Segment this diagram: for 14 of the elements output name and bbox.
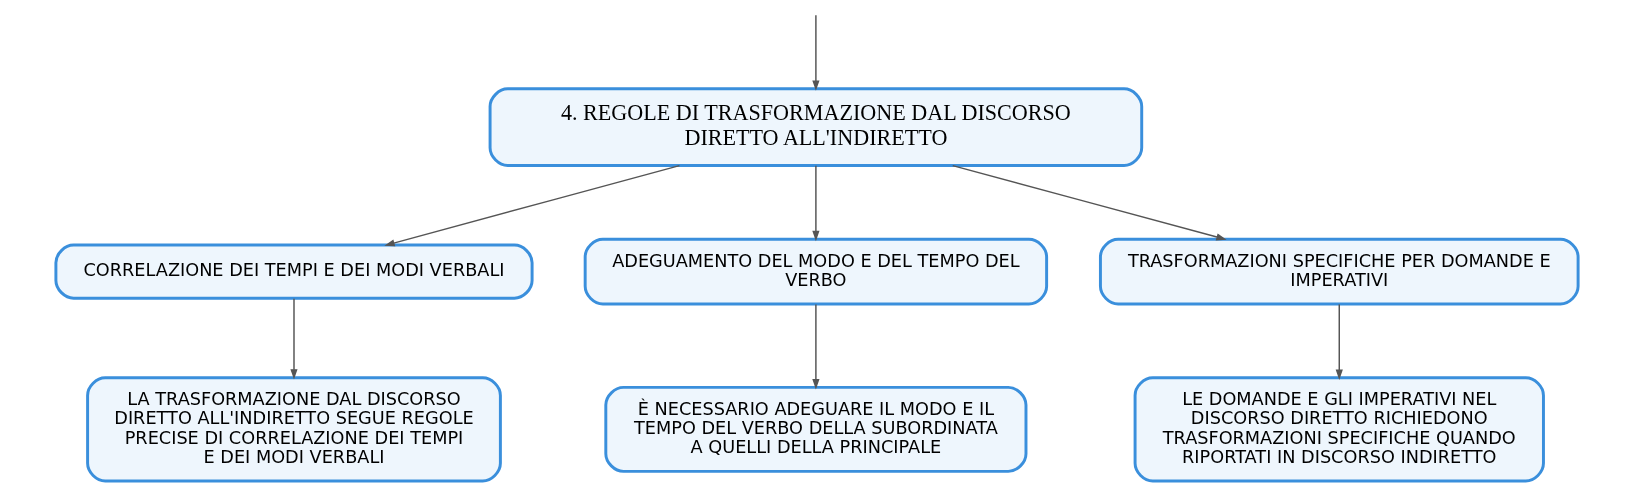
arrow bbox=[383, 164, 680, 247]
node-box: TRASFORMAZIONI SPECIFICHE PER DOMANDE E IMPERATIVI bbox=[1098, 237, 1580, 306]
node-box: ADEGUAMENTO DEL MODO E DEL TEMPO DEL VERBO bbox=[583, 237, 1048, 306]
node-box: È NECESSARIO ADEGUARE IL MODO E IL TEMPO DEL VERBO DELLA SUBORDINATA A QUELLI DELLA PRINCIPALE bbox=[603, 385, 1027, 473]
arrow bbox=[289, 297, 298, 380]
arrow bbox=[951, 164, 1227, 241]
arrow bbox=[811, 165, 819, 242]
node-box: CORRELAZIONE DEI TEMPI E DEI MODI VERBALI bbox=[53, 243, 534, 300]
arrow bbox=[811, 303, 819, 390]
arrow bbox=[811, 14, 819, 91]
node-box: 4. REGOLE DI TRASFORMAZIONE DAL DISCORSO DIRETTO ALL'INDIRETTO bbox=[488, 87, 1143, 167]
node-box: LA TRASFORMAZIONE DAL DISCORSO DIRETTO ALL'INDIRETTO SEGUE REGOLE PRECISE DI CORRELAZIONE DEI TEMPI E DEI MODI VERBALI bbox=[85, 376, 502, 483]
node-box: LE DOMANDE E GLI IMPERATIVI NEL DISCORSO DIRETTO RICHIEDONO TRASFORMAZIONI SPECIFICHE QUANDO RIPORTATI IN DISCORSO INDIRETTO bbox=[1133, 376, 1545, 483]
arrow bbox=[1335, 303, 1343, 380]
